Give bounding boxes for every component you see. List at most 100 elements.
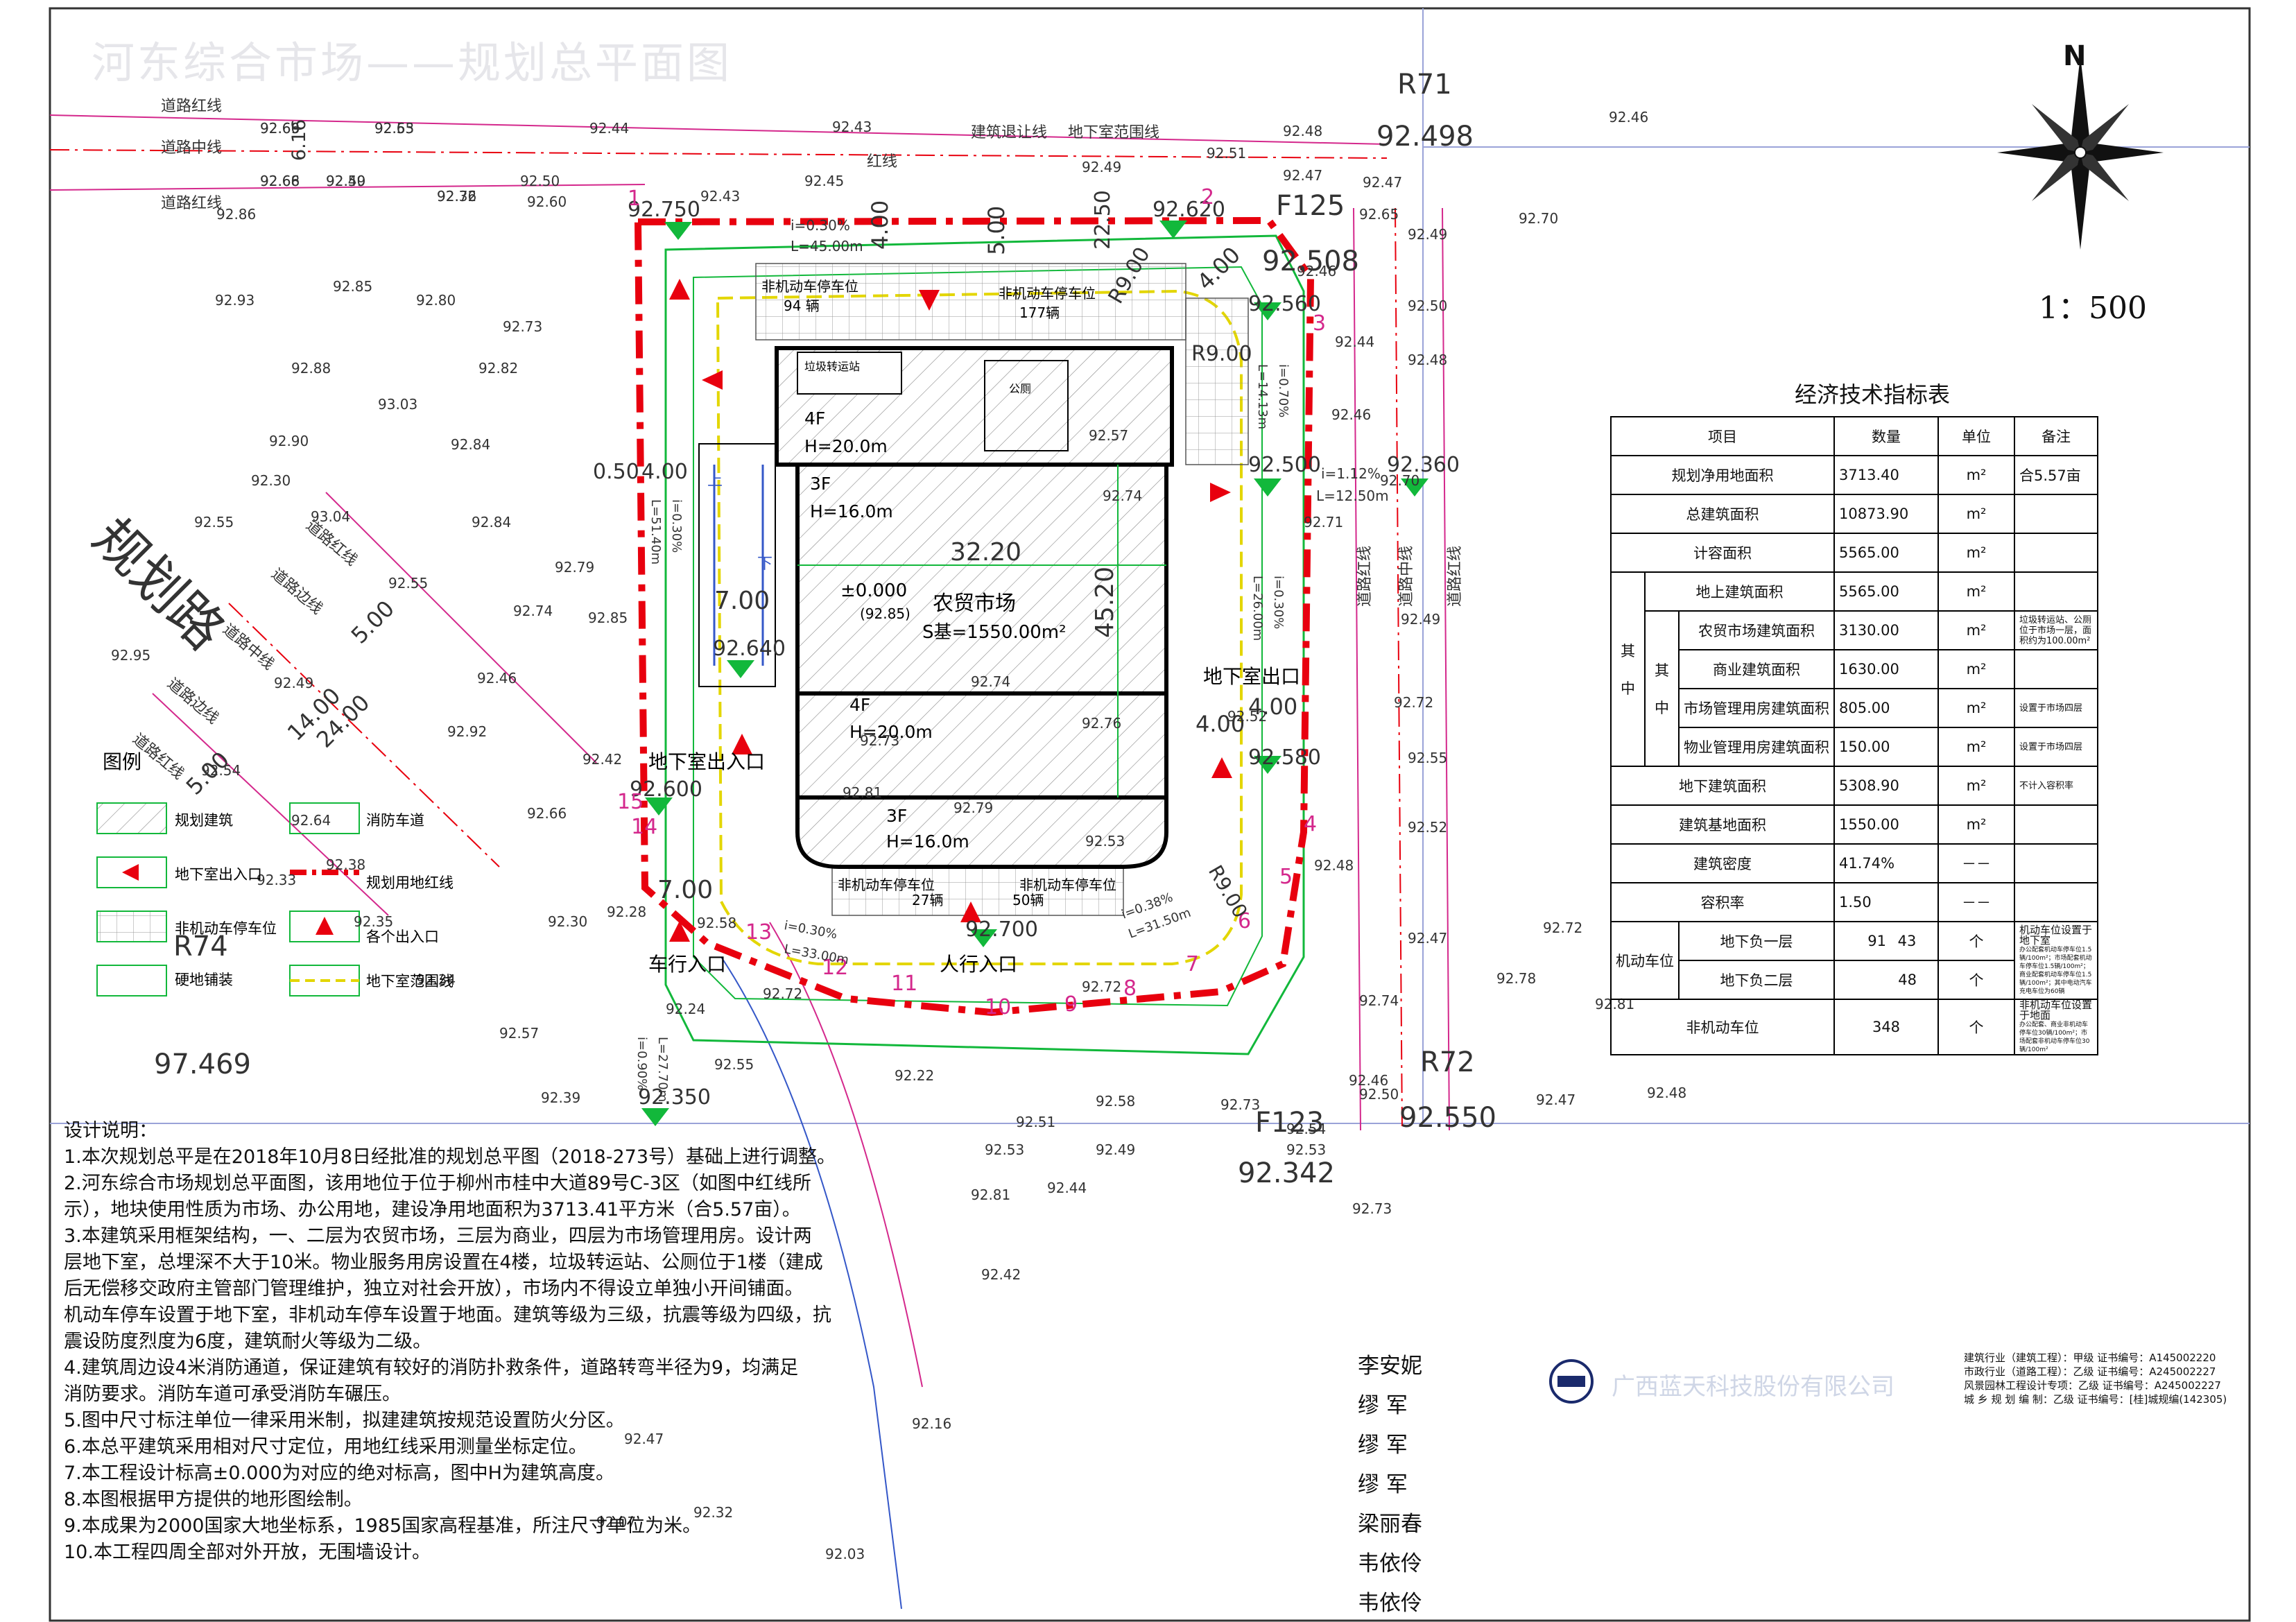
boundary-node: 2	[1201, 185, 1214, 209]
note-line: 层地下室，总埋深不大于10米。物业服务用房设置在4楼，垃圾转运站、公厕位于1楼（…	[64, 1252, 823, 1273]
drawing-title: 河东综合市场——规划总平面图	[92, 37, 733, 88]
dimension-label: 4.00	[1248, 693, 1297, 720]
building-3f-south	[795, 795, 1168, 869]
elevation-marker-icon	[645, 797, 673, 816]
public-toilet	[984, 360, 1069, 451]
boundary-node: 14	[631, 815, 657, 839]
entrance-marker-icon	[960, 901, 981, 922]
signature: 李安妮	[1358, 1354, 1422, 1379]
entrance-marker-icon	[669, 921, 690, 942]
slope-label: L=27.70m	[655, 1037, 670, 1102]
slope-label: i=0.30%	[1271, 576, 1286, 629]
spot-elevation: 92.55	[388, 575, 428, 592]
height-label: H=20.0m	[804, 436, 888, 456]
indicator-table: 项目 数量 单位 备注 规划净用地面积 3713.40 m² 合5.57亩 总建…	[1610, 416, 2098, 1055]
design-notes: 设计说明： 1.本次规划总平是在2018年10月8日经批准的规划总平图（2018…	[64, 1118, 951, 1566]
entrance-label: 人行入口	[940, 953, 1017, 976]
spot-elevation: 92.34	[416, 972, 456, 988]
firm-name: 广西蓝天科技股份有限公司	[1612, 1373, 1894, 1401]
spot-elevation: 92.22	[895, 1067, 934, 1084]
spot-elevation: 92.66	[527, 805, 567, 822]
boundary-node: 5	[1279, 865, 1293, 889]
ramp	[698, 443, 776, 687]
spot-elevation: 92.54	[201, 762, 241, 779]
signature: 韦依伶	[1358, 1551, 1422, 1576]
road-label: 道路中线	[161, 139, 222, 157]
parking-count: 27辆	[912, 892, 943, 908]
elevation-marker-icon	[969, 929, 997, 947]
spot-elevation: 92.48	[1314, 857, 1354, 874]
spot-elevation: 92.46	[1609, 109, 1648, 126]
elevation-marker-icon	[1254, 478, 1281, 497]
spot-elevation: 93.03	[378, 396, 417, 413]
dimension-label: 7.00	[657, 876, 713, 904]
spot-elevation: 92.60	[527, 193, 567, 210]
scale-label: 1：500	[2039, 291, 2147, 326]
control-point-id: R71	[1397, 69, 1452, 101]
note-line: 7.本工程设计标高±0.000为对应的绝对标高，图中H为建筑高度。	[64, 1463, 614, 1484]
parking-count: 50辆	[1012, 892, 1044, 908]
elevation-marker-icon	[727, 660, 754, 678]
spot-elevation: 92.44	[1335, 334, 1374, 350]
elevation-absolute: (92.85)	[860, 605, 910, 622]
spot-elevation: 92.55	[1408, 750, 1447, 766]
spot-elevation: 92.76	[1082, 715, 1121, 732]
floor-label: 4F	[804, 408, 825, 429]
spot-elevation: 92.03	[825, 1546, 865, 1562]
road-label: 道路红线	[1447, 546, 1464, 607]
nonmotor-parking-area	[1185, 297, 1249, 465]
slope-label: L=14.13m	[1255, 364, 1270, 429]
dimension-label: 32.20	[950, 538, 1021, 567]
design-elevation: 92.580	[1248, 745, 1321, 770]
note-line: 5.图中尺寸标注单位一律采用米制，拟建建筑按规范设置防火分区。	[64, 1410, 625, 1431]
entrance-marker-icon	[1211, 757, 1232, 778]
spot-elevation: 92.63	[374, 120, 414, 137]
slope-label: L=51.40m	[648, 499, 663, 564]
spot-elevation: 92.46	[1297, 263, 1336, 279]
spot-elevation: 92.78	[1496, 970, 1536, 987]
road-label: 道路红线	[161, 195, 222, 212]
slope-label: i=0.30%	[669, 499, 684, 553]
height-label: H=16.0m	[886, 831, 969, 852]
entrance-marker-icon	[919, 290, 940, 311]
control-point-value: 92.508	[1262, 245, 1359, 277]
boundary-node: 1	[628, 187, 641, 211]
spot-elevation: 92.47	[1283, 167, 1322, 184]
note-line: 4.建筑周边设4米消防通道，保证建筑有较好的消防扑救条件，道路转弯半径为9，均满…	[64, 1357, 799, 1379]
parking-count: 94 辆	[784, 297, 820, 314]
boundary-node: 10	[985, 995, 1011, 1019]
spot-elevation: 92.53	[1286, 1141, 1326, 1158]
spot-elevation: 92.58	[697, 915, 736, 931]
fire-lane-inner	[693, 266, 1263, 1007]
road-label: 道路中线	[219, 621, 277, 673]
table-row: 容积率 1.50 －－	[1610, 882, 2098, 922]
spot-elevation: 92.74	[513, 603, 553, 619]
elevation-marker-icon	[1159, 221, 1187, 239]
spot-elevation: 92.42	[582, 751, 622, 768]
spot-elevation: 92.71	[1304, 514, 1343, 530]
spot-elevation: 92.86	[216, 206, 256, 223]
elevation-marker-icon	[1401, 478, 1428, 497]
legend-graphics	[96, 802, 360, 997]
table-row: 总建筑面积 10873.90 m²	[1610, 494, 2098, 534]
spot-elevation: 92.43	[832, 119, 872, 135]
table-row: 其中 地上建筑面积 5565.00 m²	[1610, 571, 2098, 767]
note-line: 震设防度烈度为6度，建筑耐火等级为二级。	[64, 1331, 432, 1352]
slope-label: i=0.30%	[783, 918, 838, 942]
legend-item-label: 非机动车停车位	[175, 920, 277, 937]
firm-qualifications: 建筑行业（建筑工程）：甲级 证书编号：A145002220 市政行业（道路工程）…	[1964, 1352, 2227, 1406]
south-road-line	[720, 956, 902, 1610]
spot-elevation: 92.52	[1408, 819, 1447, 836]
legend-item-label: 硬地铺装	[175, 972, 233, 988]
road-label: 地下室范围线	[1068, 124, 1159, 141]
table-row: 计容面积 5565.00 m²	[1610, 533, 2098, 573]
boundary-node: 11	[891, 972, 917, 996]
elevation-marker-icon	[1254, 302, 1281, 320]
boundary-node: 12	[822, 956, 848, 980]
signature: 缪 军	[1358, 1472, 1408, 1497]
boundary-node: 13	[745, 920, 772, 944]
floor-label: 3F	[810, 474, 831, 494]
notes-title: 设计说明：	[64, 1120, 157, 1141]
road-label: 道路边线	[268, 565, 325, 618]
table-qi-zhong-inner: 其中	[1644, 610, 1680, 767]
